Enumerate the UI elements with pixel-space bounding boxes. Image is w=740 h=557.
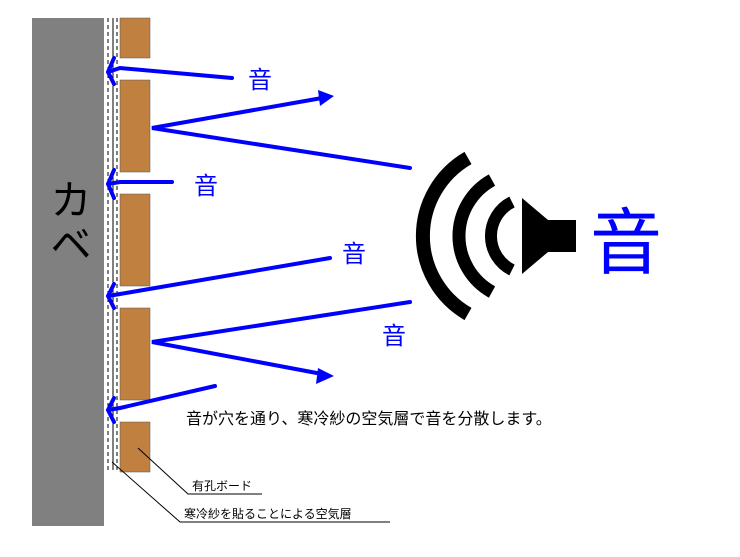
board-segment [119, 17, 151, 59]
perforated-board [119, 17, 151, 473]
sound-source-label: 音 [590, 201, 662, 285]
board-segment [119, 79, 151, 173]
sound-label-2: 音 [194, 172, 218, 200]
sound-label-1: 音 [248, 66, 272, 94]
callout-lines [111, 447, 390, 523]
callout-air-layer: 寒冷紗を貼ることによる空気層 [184, 506, 352, 521]
speaker-icon [415, 151, 576, 321]
air-layer-lines [107, 18, 118, 470]
sound-label-4: 音 [382, 322, 406, 350]
wall-label: カベ [44, 178, 93, 266]
arrow-heads [316, 90, 334, 384]
board-segment [119, 193, 151, 287]
sound-paths [106, 56, 412, 424]
board-segment [119, 421, 151, 473]
sound-label-3: 音 [342, 240, 366, 268]
board-segment [119, 307, 151, 401]
wall [32, 18, 104, 526]
callout-board: 有孔ボード [192, 479, 252, 493]
caption: 音が穴を通り、寒冷紗の空気層で音を分散します。 [186, 409, 552, 428]
